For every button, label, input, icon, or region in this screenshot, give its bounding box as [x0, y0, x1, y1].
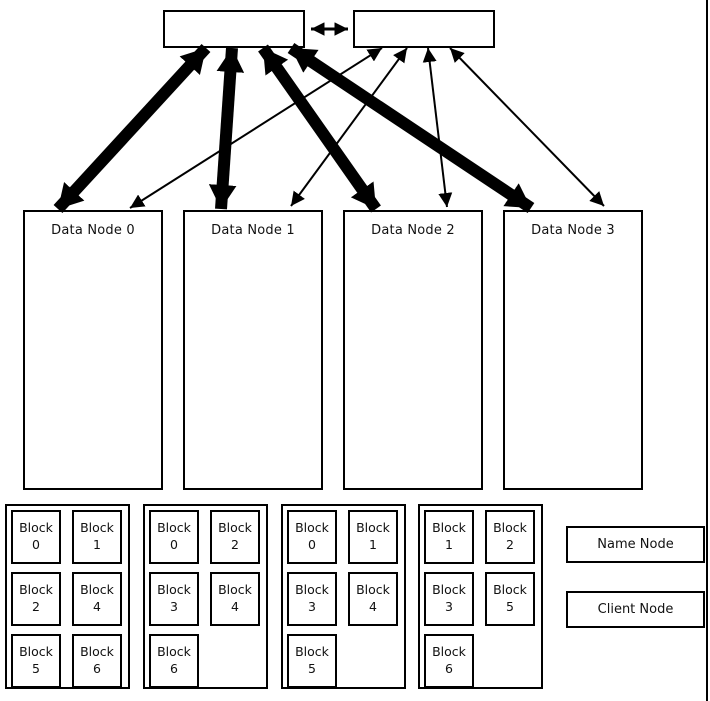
data-node-2-label: Data Node 2	[371, 223, 455, 238]
block-cell: Block 2	[210, 510, 260, 564]
data-node-3-box: Data Node 3	[503, 210, 643, 490]
block-cell: Block 3	[149, 572, 199, 626]
block-cell: Block 0	[149, 510, 199, 564]
page-right-border	[706, 0, 708, 701]
block-cell: Block 5	[485, 572, 535, 626]
block-cell: Block 0	[11, 510, 61, 564]
top-left-node-box	[163, 10, 305, 48]
block-cell: Block 6	[424, 634, 474, 688]
block-cell: Block 4	[210, 572, 260, 626]
thick-arrow-topleft-to-datanode3	[287, 43, 535, 213]
data-node-0-label: Data Node 0	[51, 223, 135, 238]
data-node-3-label: Data Node 3	[531, 223, 615, 238]
block-cell: Block 0	[287, 510, 337, 564]
block-cell: Block 1	[424, 510, 474, 564]
block-cell: Block 2	[11, 572, 61, 626]
block-cell: Block 4	[72, 572, 122, 626]
legend-client-node: Client Node	[566, 591, 705, 628]
data-node-1-label: Data Node 1	[211, 223, 295, 238]
data-node-2-box: Data Node 2	[343, 210, 483, 490]
thin-arrow-topright-to-datanode0	[129, 47, 383, 209]
block-cell: Block 1	[72, 510, 122, 564]
block-cell: Block 2	[485, 510, 535, 564]
thick-arrow-topleft-to-datanode2	[258, 44, 381, 213]
thick-arrow-topleft-to-datanode0	[53, 43, 211, 214]
data-node-0-box: Data Node 0	[23, 210, 163, 490]
legend-name-node: Name Node	[566, 526, 705, 563]
block-cell: Block 1	[348, 510, 398, 564]
block-cell: Block 3	[287, 572, 337, 626]
data-node-1-box: Data Node 1	[183, 210, 323, 490]
block-cell: Block 3	[424, 572, 474, 626]
thin-arrow-topright-to-datanode3	[449, 47, 605, 207]
block-cell: Block 6	[149, 634, 199, 688]
thick-arrow-topleft-to-datanode1	[208, 47, 245, 210]
block-cell: Block 4	[348, 572, 398, 626]
thin-arrow-topright-to-datanode2	[422, 47, 453, 208]
block-cell: Block 5	[11, 634, 61, 688]
block-group-datanode1: Block 0 Block 2 Block 3 Block 4 Block 6	[143, 504, 268, 689]
block-group-datanode0: Block 0 Block 1 Block 2 Block 4 Block 5 …	[5, 504, 130, 689]
block-cell: Block 6	[72, 634, 122, 688]
thin-arrow-topright-to-datanode1	[290, 47, 408, 207]
top-right-node-box	[353, 10, 495, 48]
block-cell: Block 5	[287, 634, 337, 688]
block-group-datanode3: Block 1 Block 2 Block 3 Block 5 Block 6	[418, 504, 543, 689]
block-group-datanode2: Block 0 Block 1 Block 3 Block 4 Block 5	[281, 504, 406, 689]
